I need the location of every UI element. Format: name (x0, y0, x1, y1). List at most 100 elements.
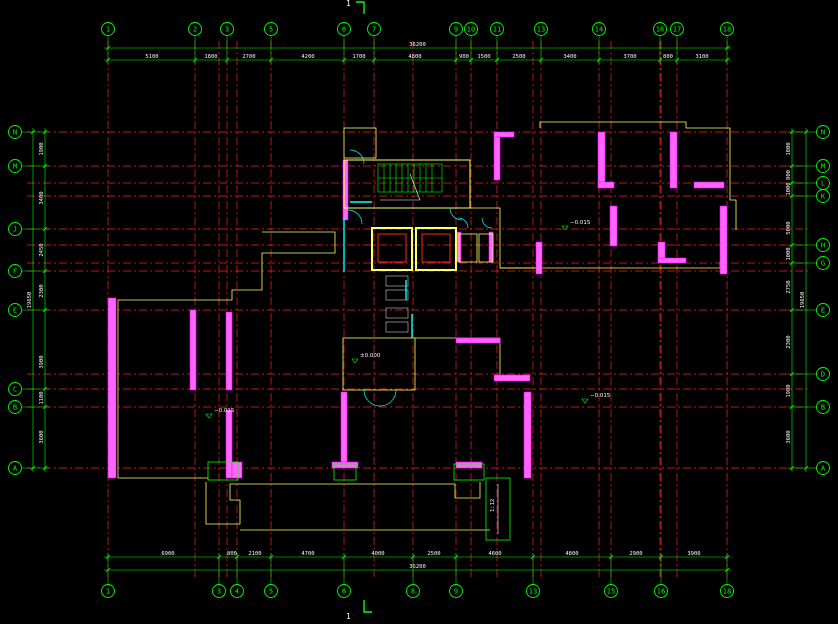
wall-east-12 (693, 181, 725, 189)
axis-bubble-top-label: 9 (454, 25, 458, 33)
axis-bubble-top-label: 11 (493, 25, 501, 33)
dim-right-text: 3600 (786, 430, 792, 443)
core-door-swing (449, 207, 463, 221)
west-porch (207, 461, 239, 481)
wall-east-2 (493, 131, 515, 138)
axis-bubble-bottom-label: 9 (454, 587, 458, 595)
axis-bubble-right-label: G (821, 259, 825, 267)
dim-top-text: 800 (663, 54, 673, 60)
lift-car-1 (377, 233, 407, 263)
dim-top-text: 1500 (477, 54, 490, 60)
north-stair-bay (343, 127, 377, 159)
dim-top-text: 2700 (242, 54, 255, 60)
axis-bubble-right-label: H (821, 241, 825, 249)
axis-bubble-right-label: E (821, 306, 825, 314)
dim-bottom-text: 2900 (629, 551, 642, 557)
axis-bubble-top-label: 6 (342, 25, 346, 33)
dim-top-total-text: 36200 (409, 42, 426, 48)
axis-bubble-top-label: 14 (595, 25, 603, 33)
wall-east-10 (657, 257, 687, 264)
axis-bubble-bottom-label: 13 (529, 587, 537, 595)
dim-bottom-text: 2500 (427, 551, 440, 557)
dim-top-text: 2500 (512, 54, 525, 60)
dim-right-text: 2300 (786, 335, 792, 348)
axis-bubble-left-label: N (13, 128, 17, 136)
ramp (485, 477, 511, 541)
dim-left-text: 1100 (39, 391, 45, 404)
dim-left-text: 3400 (39, 191, 45, 204)
dim-top-text: 3400 (563, 54, 576, 60)
axis-bubble-right-label: A (821, 464, 826, 472)
wall-core-west-2 (340, 391, 348, 465)
stair-door-2 (347, 209, 363, 225)
duct-1 (458, 233, 478, 263)
axis-bubble-left-label: B (13, 403, 17, 411)
dim-right-text: 1900 (786, 384, 792, 397)
lift-shaft-1 (371, 227, 413, 271)
axis-bubble-left-label: C (13, 385, 17, 393)
level-marker (581, 398, 589, 404)
axis-bubble-right-label: B (821, 403, 825, 411)
axis-bubble-left-label: A (13, 464, 18, 472)
axis-bubble-right-label: M (821, 162, 825, 170)
wall-core-south (331, 461, 359, 469)
wall-east-1 (493, 131, 501, 181)
level-note: −0.015 (570, 220, 591, 226)
axis-bubble-top-label: 5 (269, 25, 273, 33)
outline-west-wing (117, 231, 336, 480)
axis-bubble-top-label: 18 (723, 25, 731, 33)
axis-bubble-top-label: 17 (673, 25, 681, 33)
dim-top-text: 900 (459, 54, 469, 60)
dim-bottom-text: 4600 (488, 551, 501, 557)
axis-bubble-top-label: 3 (225, 25, 229, 33)
axis-bubble-bottom-label: 5 (269, 587, 273, 595)
axis-bubble-right-label: L (821, 179, 825, 187)
axis-grid-lines (27, 41, 811, 579)
dim-top-text: 5100 (145, 54, 158, 60)
lift-shaft-2 (415, 227, 457, 271)
axis-bubble-left-label: J (13, 225, 17, 233)
section-mark-bottom: 1 (346, 600, 372, 621)
dim-bottom-text: 6900 (161, 551, 174, 557)
outline-entrance-lobby (342, 337, 416, 391)
stair-treads (377, 163, 443, 193)
level-note: ±0.000 (360, 353, 381, 359)
building-outline (107, 121, 737, 541)
dim-top-text: 4800 (408, 54, 421, 60)
axis-bubble-top-label: 7 (372, 25, 376, 33)
wall-east-13 (719, 205, 728, 275)
dim-bottom-text: 4000 (371, 551, 384, 557)
axis-bubble-bottom-label: 15 (607, 587, 615, 595)
axis-bubble-top-label: 10 (467, 25, 475, 33)
wall-lift-2 (488, 231, 494, 263)
dim-left-text: 2300 (39, 284, 45, 297)
dim-right-text: 2750 (786, 280, 792, 293)
dim-bottom-text: 3900 (687, 551, 700, 557)
slope-note: 1:12 (490, 499, 496, 512)
wall-west-5 (231, 461, 243, 479)
wall-west-2 (189, 309, 197, 391)
axis-bubble-bottom-label: 1 (106, 587, 110, 595)
axis-bubble-right-label: K (821, 192, 826, 200)
wall-east-6 (597, 131, 606, 189)
section-mark-top: 1 (346, 0, 365, 14)
dim-right-text: 1000 (786, 247, 792, 260)
wall-east-5 (535, 241, 543, 275)
axis-bubble-bottom-label: 18 (723, 587, 731, 595)
dim-left-total-text: 19650 (27, 292, 33, 309)
axis-bubble-bottom-label: 6 (342, 587, 346, 595)
dim-left-text: 1900 (39, 142, 45, 155)
dim-top-text: 3700 (623, 54, 636, 60)
wall-east-7 (597, 181, 615, 189)
axis-bubble-bottom-label: 8 (411, 587, 415, 595)
axis-bubble-top-label: 1 (106, 25, 110, 33)
wall-core-east (455, 337, 501, 344)
axis-bubble-top-label: 16 (656, 25, 664, 33)
axis-bubble-right-label: N (821, 128, 825, 136)
axis-bubble-bottom-label: 3 (217, 587, 221, 595)
wall-east-4 (523, 391, 532, 479)
axis-bubble-top-label: 13 (537, 25, 545, 33)
